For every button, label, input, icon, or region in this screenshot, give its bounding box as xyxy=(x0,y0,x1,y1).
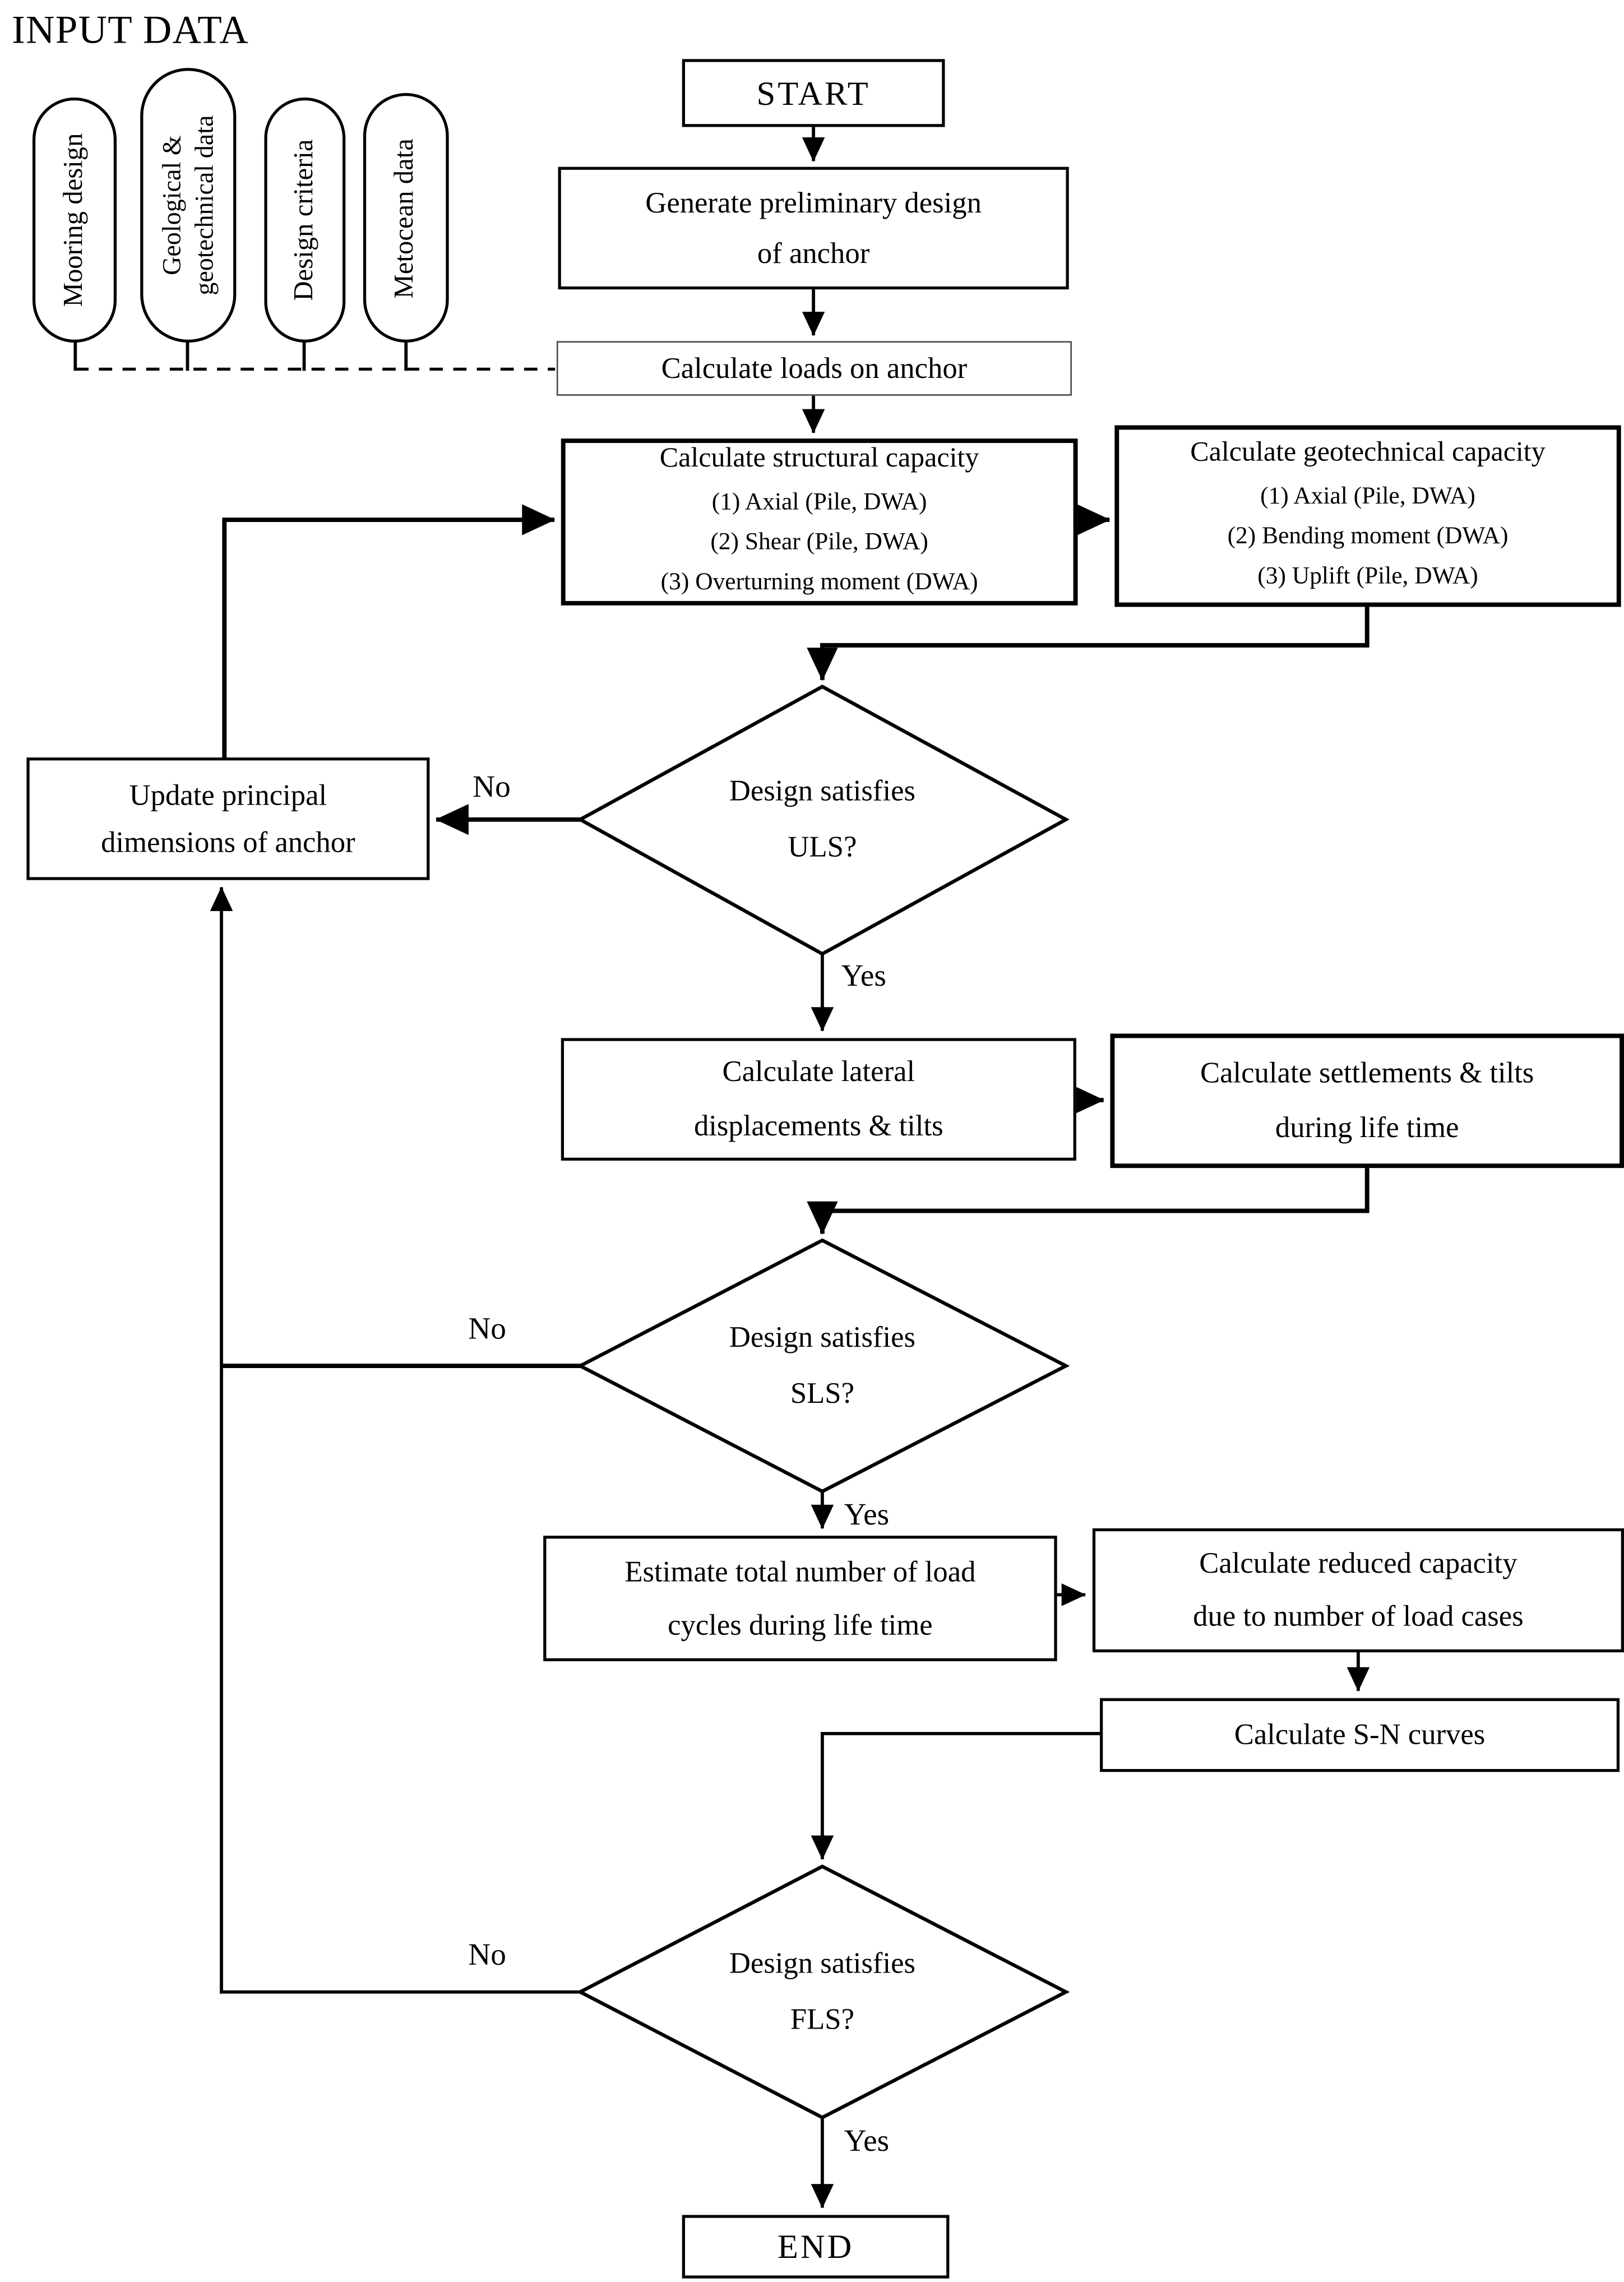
input-capsule-label: Metocean data xyxy=(390,137,420,298)
input-capsule-label: Design criteria xyxy=(289,139,319,301)
edge-settlements-sls xyxy=(807,1166,1369,1235)
node-generate-preliminary-design: Generate preliminary design of anchor xyxy=(558,167,1069,290)
node-update-dimensions: Update principal dimensions of anchor xyxy=(26,757,430,880)
input-capsule-metocean-data: Metocean data xyxy=(363,93,449,343)
node-estimate-load-cycles: Estimate total number of load cycles dur… xyxy=(543,1535,1057,1661)
node-sn-curves: Calculate S-N curves xyxy=(1100,1698,1620,1772)
decision-uls-label: Design satisfies ULS? xyxy=(729,775,915,864)
decision-fls-shape xyxy=(576,1864,1070,2120)
edge-label-fls-no: No xyxy=(468,1936,506,1973)
decision-sls-label: Design satisfies SLS? xyxy=(729,1322,915,1411)
edge-sn-fls xyxy=(811,1731,1102,1860)
node-settlements-tilts: Calculate settlements & tilts during lif… xyxy=(1110,1033,1624,1168)
node-start: START xyxy=(682,59,945,127)
node-item: (2) Shear (Pile, DWA) xyxy=(710,527,928,556)
input-capsule-geological-geotechnical-data: Geological & geotechnical data xyxy=(140,68,237,343)
decision-fls-label: Design satisfies FLS? xyxy=(729,1947,915,2036)
edge-label-fls-yes: Yes xyxy=(844,2122,890,2159)
input-capsule-label: Mooring design xyxy=(59,133,89,307)
node-item: (3) Uplift (Pile, DWA) xyxy=(1257,561,1478,589)
node-item: (3) Overturning moment (DWA) xyxy=(660,566,978,595)
input-capsule-label: Geological & geotechnical data xyxy=(156,115,218,295)
node-item: (1) Axial (Pile, DWA) xyxy=(1260,482,1475,510)
node-item: (2) Bending moment (DWA) xyxy=(1227,521,1509,549)
decision-sls-shape xyxy=(576,1238,1070,1494)
input-capsule-design-criteria: Design criteria xyxy=(264,97,346,343)
node-end: END xyxy=(682,2215,950,2279)
node-calculate-loads: Calculate loads on anchor xyxy=(556,341,1072,396)
decision-uls-shape xyxy=(576,685,1070,956)
node-geotechnical-capacity: Calculate geotechnical capacity (1) Axia… xyxy=(1114,425,1621,607)
node-lateral-displacements: Calculate lateral displacements & tilts xyxy=(561,1038,1076,1161)
edge-geotechnical-uls xyxy=(807,604,1369,681)
node-title: Calculate geotechnical capacity xyxy=(1190,436,1546,468)
edge-label-uls-yes: Yes xyxy=(841,957,886,994)
edge-label-uls-no: No xyxy=(473,768,511,804)
node-structural-capacity: Calculate structural capacity (1) Axial … xyxy=(561,438,1078,606)
node-item: (1) Axial (Pile, DWA) xyxy=(711,487,927,516)
edge-update-structural xyxy=(222,504,556,760)
node-title: Calculate structural capacity xyxy=(659,442,979,474)
input-capsule-mooring-design: Mooring design xyxy=(32,97,117,343)
edge-label-sls-yes: Yes xyxy=(844,1496,890,1532)
edge-label-sls-no: No xyxy=(468,1310,506,1346)
node-reduced-capacity: Calculate reduced capacity due to number… xyxy=(1092,1528,1624,1652)
input-data-title: INPUT DATA xyxy=(12,7,249,52)
